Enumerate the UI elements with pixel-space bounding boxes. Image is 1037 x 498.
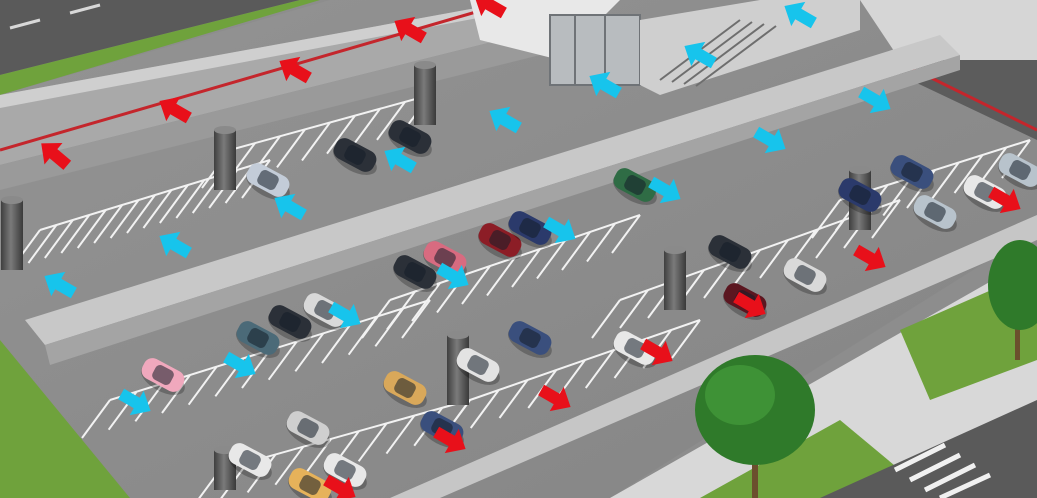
parked-car [267,305,312,342]
top-street [0,0,320,95]
bay-line [159,184,189,224]
bay-line [469,319,701,401]
bay-line [376,101,406,141]
support-pillar [414,61,436,125]
parked-car [387,120,432,157]
bay-line [187,366,218,406]
parked-car [302,293,347,330]
bay-line [469,389,500,429]
parked-car [235,321,280,358]
bay-line [361,299,391,339]
parked-car [837,178,882,215]
lower-divider [390,215,1037,498]
bay-line [561,231,591,271]
bay-line [267,341,298,381]
bay-line [461,265,491,305]
support-pillar [1,196,23,270]
parked-car [322,453,367,490]
bay-line [591,299,621,339]
parked-car [889,155,934,192]
bay-line [882,176,913,217]
bay-line [351,108,381,148]
trees [695,240,1037,498]
parked-car [422,241,467,278]
bay-line [302,438,332,478]
bay-line [27,224,58,264]
parked-car [507,211,552,248]
bay-line [357,422,388,462]
parked-car [287,468,332,498]
bay-line [498,379,529,419]
parked-car [612,168,657,205]
bay-line [385,414,416,455]
bay-line [44,219,74,259]
bay-line [386,290,416,331]
bay-line [411,282,441,322]
grass-left [0,340,130,498]
bay-line [703,259,733,299]
parked-car [912,195,957,232]
bay-line [134,382,165,422]
bay-line [401,299,431,339]
bay-line [759,239,789,279]
bay-line [175,179,206,219]
parked-car [285,411,330,448]
parked-car [507,321,552,358]
middle-divider [25,35,960,365]
bay-line [161,374,191,414]
bay-line [611,214,641,254]
parked-car [392,255,437,292]
parked-car [332,138,377,175]
bay-line [60,214,91,254]
bay-line [76,209,107,249]
bay-line [109,199,140,239]
support-pillar [664,246,686,310]
bay-line [229,94,431,151]
bay-line [276,128,306,168]
parked-car [455,348,500,385]
support-pillars [1,61,871,490]
bay-line [126,194,156,234]
parked-car [245,163,290,200]
bay-line [731,249,761,289]
bay-line [929,161,960,202]
parked-car [997,153,1037,190]
parked-car [782,258,827,295]
bay-line [671,319,701,359]
bay-line [241,349,271,389]
bay-line [326,115,356,155]
stair-building [470,0,1037,140]
bay-line [321,324,351,364]
bay-line [301,121,331,162]
bay-line [871,199,901,239]
support-pillar [214,126,236,190]
parked-car [707,235,752,272]
bay-line [294,332,325,372]
parked-car [382,371,427,408]
bay-line [619,289,649,329]
parked-cars [140,120,1037,498]
bay-line [511,248,541,288]
bay-line [584,349,615,389]
bay-line [486,256,516,297]
parked-car [140,358,185,395]
parked-car [227,443,272,480]
bay-line [811,199,841,239]
bay-line [81,399,111,439]
bay-line [536,239,566,280]
bay-line [93,204,123,244]
bay-line [586,222,616,263]
bay-line [953,154,984,194]
bay-line [274,446,305,486]
bay-line [142,189,173,229]
parked-car [612,331,657,368]
parked-car [477,223,522,260]
